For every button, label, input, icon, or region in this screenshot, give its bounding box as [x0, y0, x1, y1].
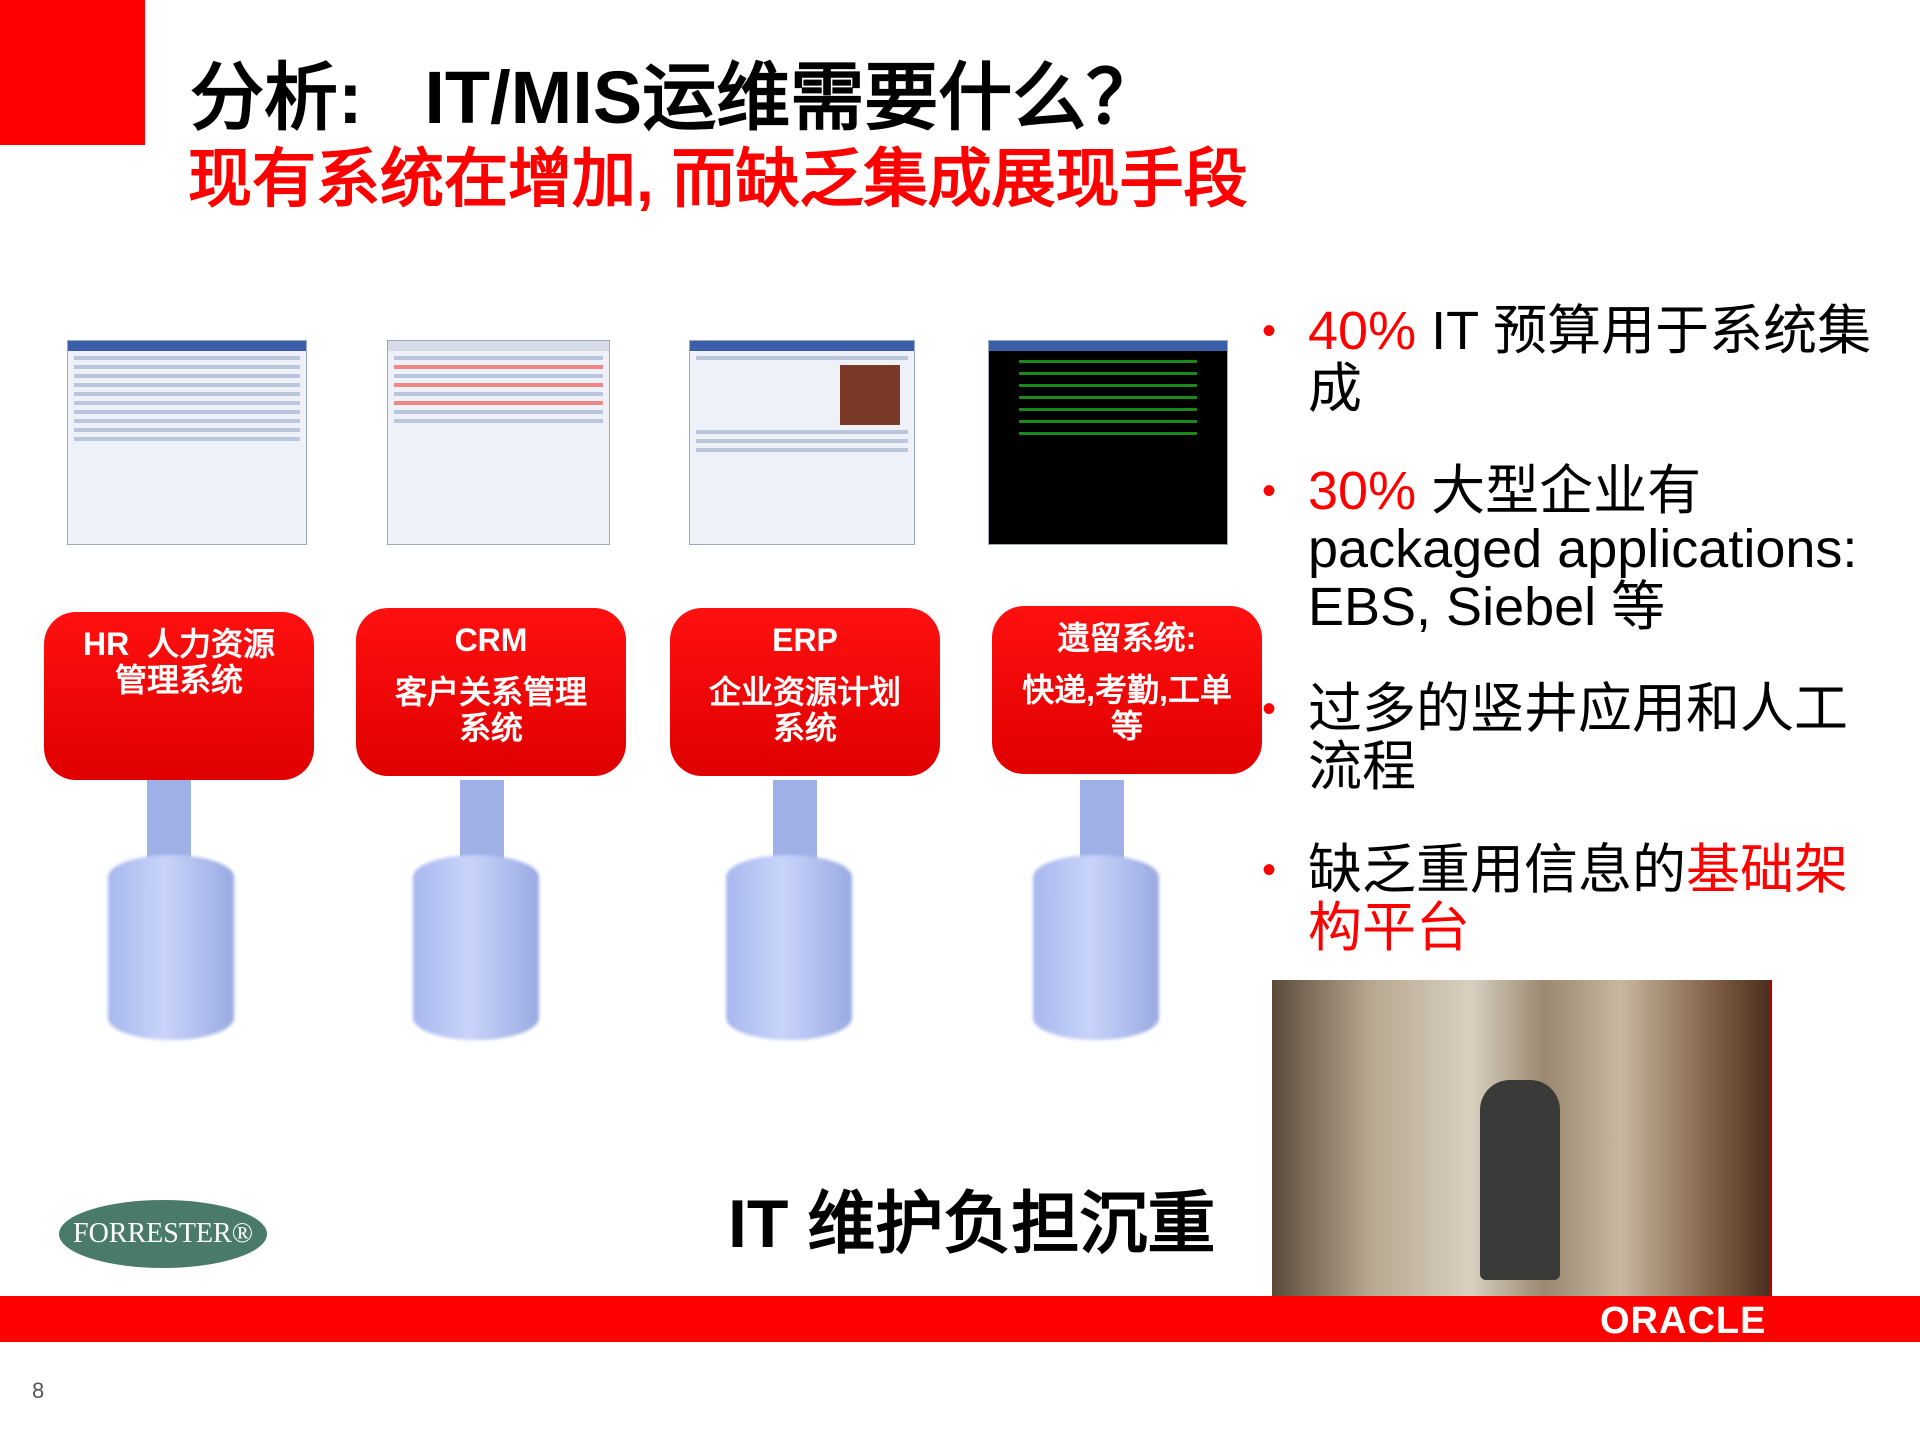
burden-caption: IT 维护负担沉重: [728, 1186, 1216, 1262]
bullet-item: •缺乏重用信息的基础架构平台: [1262, 840, 1848, 958]
bullet-item: •40% IT 预算用于系统集成: [1262, 301, 1872, 419]
erp-app-screenshot: [689, 340, 915, 545]
slide-subtitle: 现有系统在增加, 而缺乏集成展现手段: [188, 143, 1248, 215]
bullet-item: •过多的竖井应用和人工流程: [1262, 679, 1848, 797]
db-connector: [1080, 780, 1124, 860]
forrester-logo: FORRESTER®: [59, 1200, 267, 1268]
crm-app-screenshot: [387, 340, 610, 545]
technician-figure: [1480, 1080, 1560, 1280]
corner-accent: [0, 0, 145, 145]
system-box-hr: HR 人力资源管理系统: [44, 612, 314, 780]
page-number: 8: [32, 1378, 45, 1403]
db-connector: [460, 780, 504, 860]
oracle-logo: ORACLE: [1600, 1300, 1767, 1342]
database-icon: [726, 855, 852, 1040]
hr-app-screenshot: [67, 340, 307, 545]
bullet-icon: •: [1262, 848, 1277, 892]
db-connector: [773, 780, 817, 860]
bullet-icon: •: [1262, 469, 1277, 513]
bullet-icon: •: [1262, 687, 1277, 731]
bullet-icon: •: [1262, 309, 1277, 353]
system-box-legacy: 遗留系统:快递,考勤,工单等: [992, 606, 1262, 774]
bullet-item: •30% 大型企业有 packaged applications: EBS, S…: [1262, 461, 1858, 637]
footer-bar: [0, 1296, 1920, 1342]
legacy-terminal-screenshot: [988, 340, 1228, 545]
database-icon: [413, 855, 539, 1040]
database-icon: [1033, 855, 1159, 1040]
database-icon: [108, 855, 234, 1040]
db-connector: [147, 780, 191, 860]
slide-title: 分析: IT/MIS运维需要什么？: [190, 56, 1161, 139]
